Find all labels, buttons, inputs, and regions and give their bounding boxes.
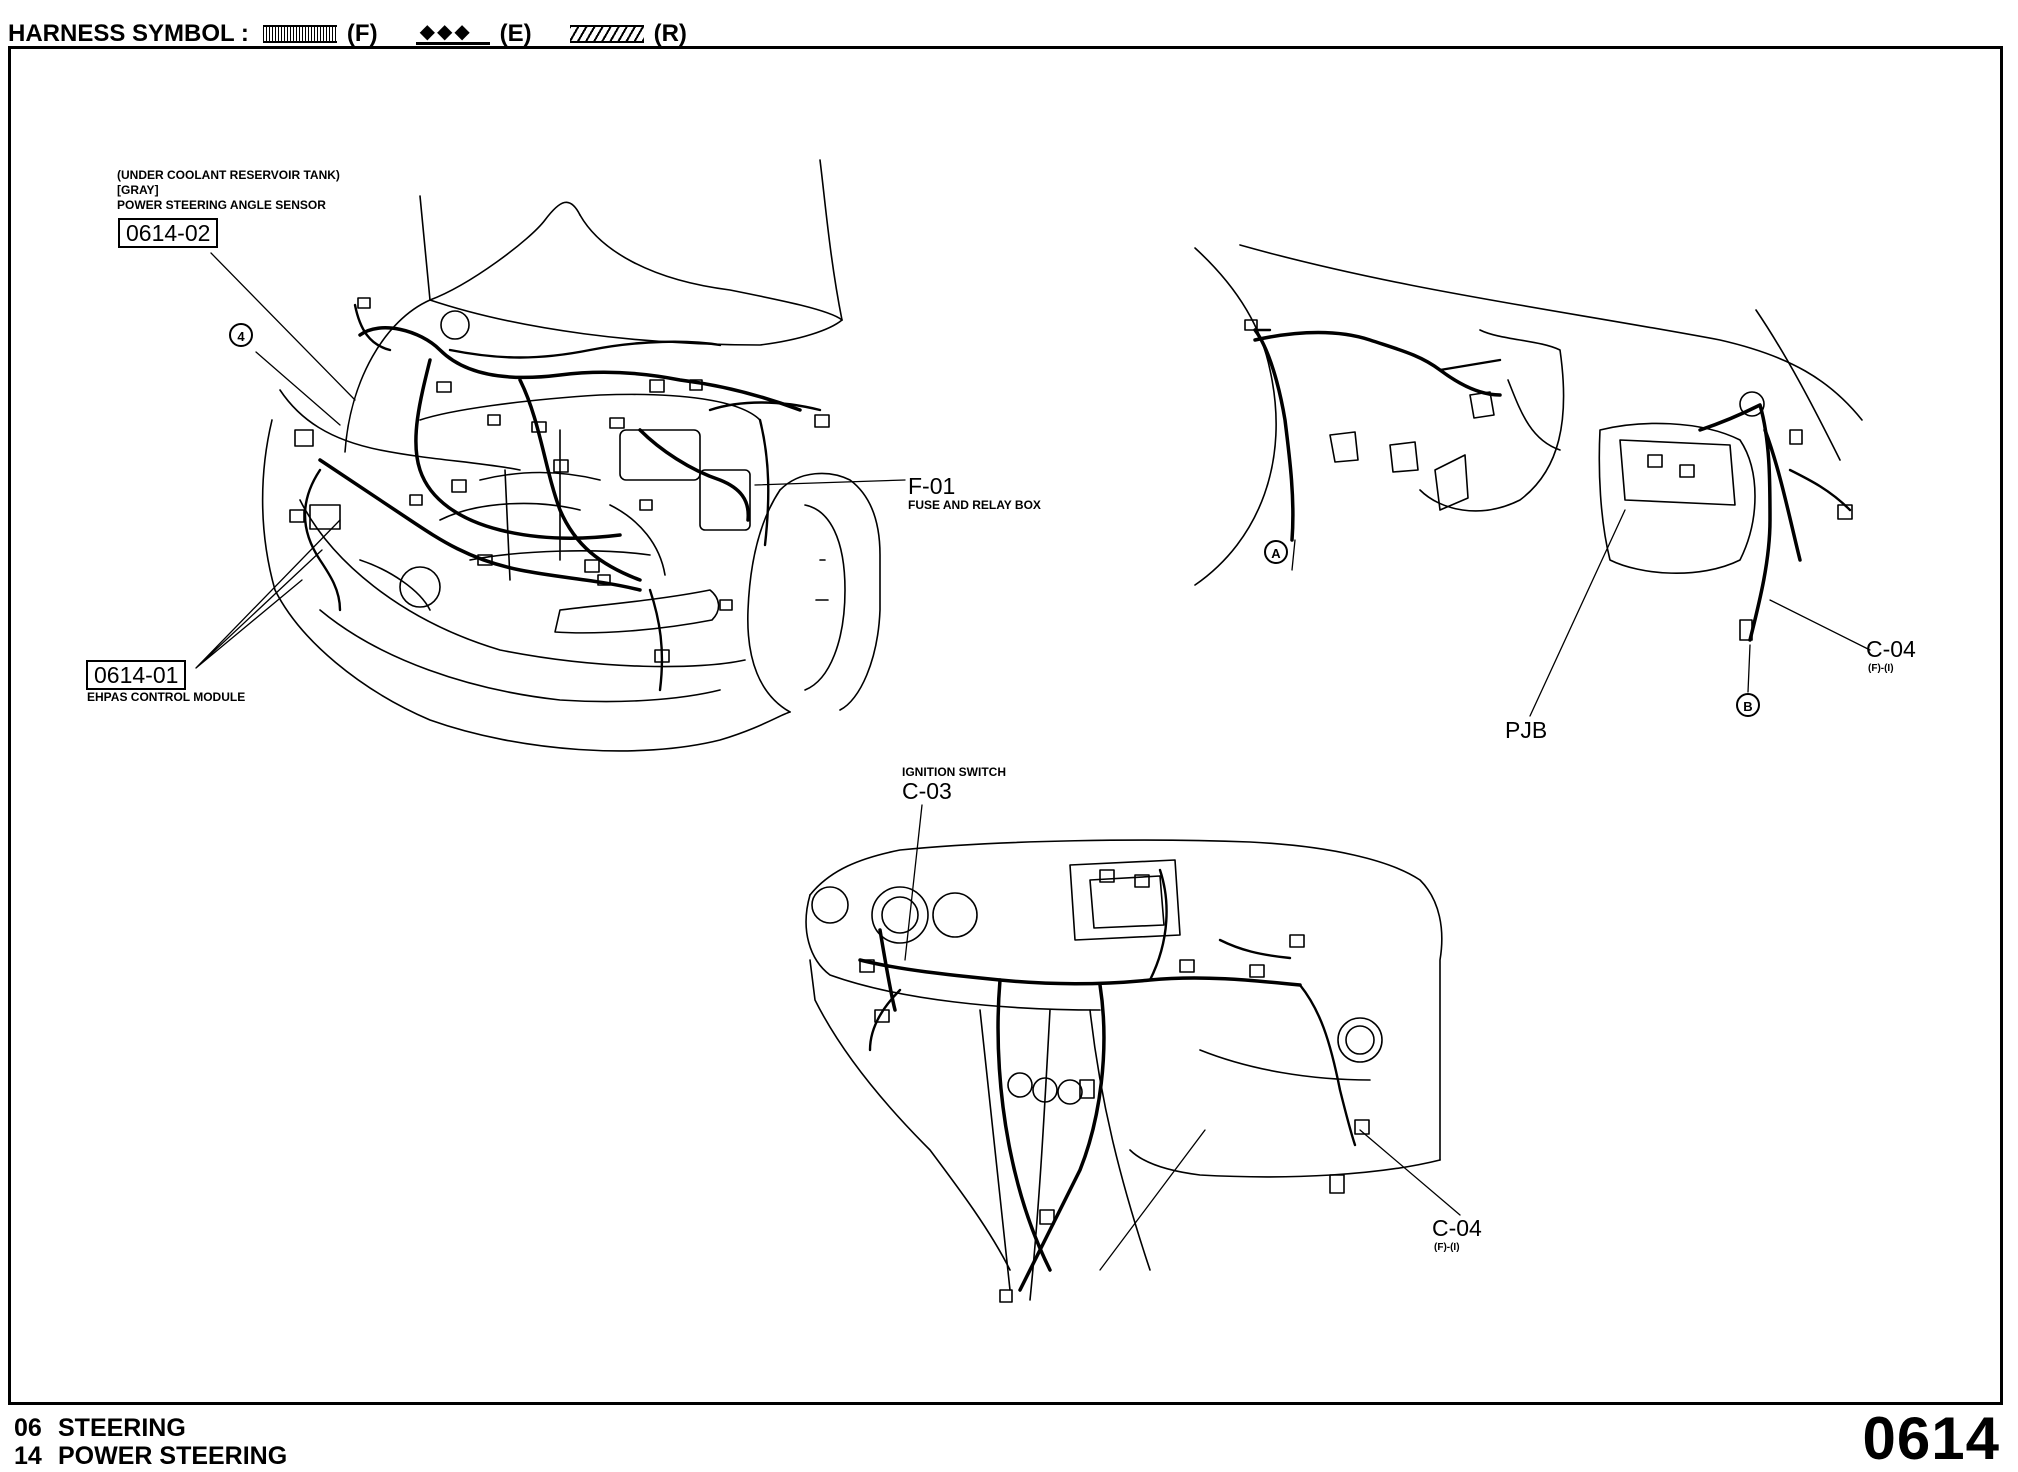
harness-symbol-legend: HARNESS SYMBOL : (F) ◆◆◆ (E) (R) (8, 14, 715, 54)
fuse-box-name-label: FUSE AND RELAY BOX (908, 498, 1041, 512)
callout-number-badge: 4 (229, 323, 253, 347)
harness-symbol-f-code: (F) (346, 20, 378, 47)
dash-connector-sub: (F)-(I) (1434, 1242, 1460, 1253)
dashboard-illustration (805, 804, 1461, 1303)
harness-symbol-label: HARNESS SYMBOL : (8, 20, 249, 47)
cabin-connector-sub: (F)-(I) (1868, 663, 1894, 674)
sensor-name-label: POWER STEERING ANGLE SENSOR (117, 198, 326, 212)
harness-symbol-f-pattern (262, 25, 337, 43)
footer-subsection-title: POWER STEERING (58, 1442, 288, 1470)
cabin-footwell-illustration (1194, 244, 1871, 717)
harness-symbol-r-pattern (569, 25, 644, 43)
diagram-frame (8, 46, 2003, 1405)
marker-b-badge: B (1736, 693, 1760, 717)
module-connector-code[interactable]: 0614-01 (86, 660, 187, 690)
harness-symbol-e-code: (E) (499, 20, 532, 47)
sensor-color-note: [GRAY] (117, 183, 159, 197)
module-name-label: EHPAS CONTROL MODULE (87, 690, 246, 704)
page-number: 0614 (1862, 1405, 2000, 1472)
ignition-connector-code[interactable]: C-03 (902, 778, 952, 804)
harness-symbol-r-code: (R) (653, 20, 687, 47)
cabin-connector-code[interactable]: C-04 (1866, 636, 1916, 662)
diamond-icon: ◆◆◆ (419, 20, 472, 43)
dash-connector-code[interactable]: C-04 (1432, 1215, 1482, 1241)
footer-section-title: STEERING (58, 1414, 186, 1442)
sensor-connector-code[interactable]: 0614-02 (118, 218, 219, 248)
footer-line-2: 14 POWER STEERING (14, 1442, 287, 1470)
footer-subsection-number: 14 (14, 1442, 42, 1470)
engine-bay-illustration (195, 159, 906, 752)
footer-section-number: 06 (14, 1414, 42, 1442)
fuse-box-code[interactable]: F-01 (908, 473, 956, 499)
footer-line-1: 06 STEERING (14, 1414, 287, 1442)
pjb-label[interactable]: PJB (1505, 717, 1548, 743)
sensor-location-note: (UNDER COOLANT RESERVOIR TANK) (117, 168, 340, 182)
harness-symbol-e-pattern: ◆◆◆ (415, 21, 490, 45)
ignition-switch-label: IGNITION SWITCH (902, 765, 1006, 779)
section-footer: 06 STEERING 14 POWER STEERING (14, 1414, 287, 1470)
marker-a-badge: A (1264, 540, 1288, 564)
